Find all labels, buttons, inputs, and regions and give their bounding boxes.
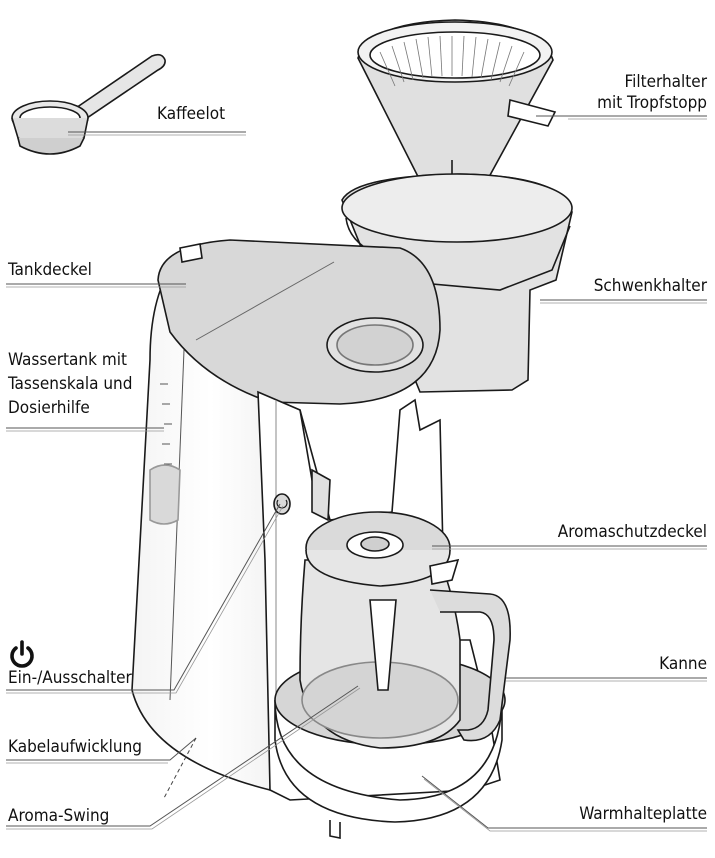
label-wassertank-line1: Wassertank mit — [8, 350, 127, 371]
power-icon — [8, 640, 36, 670]
label-kaffeelot: Kaffeelot — [157, 104, 225, 125]
label-aroma-swing: Aroma-Swing — [8, 806, 109, 827]
label-schwenkhalter: Schwenkhalter — [594, 276, 707, 297]
label-kabelaufwicklung: Kabelaufwicklung — [8, 737, 142, 758]
label-ein-ausschalter: Ein-/Ausschalter — [8, 668, 132, 689]
label-filterhalter-line2: mit Tropfstopp — [597, 93, 707, 114]
coffee-scoop — [12, 55, 165, 154]
label-tankdeckel: Tankdeckel — [8, 260, 92, 281]
label-kanne: Kanne — [659, 654, 707, 675]
label-wassertank-line2: Tassenskala und — [8, 374, 132, 395]
label-filterhalter-line1: Filterhalter — [625, 72, 707, 93]
label-wassertank-line3: Dosierhilfe — [8, 398, 90, 419]
label-warmhalteplatte: Warmhalteplatte — [579, 804, 707, 825]
label-aromaschutzdeckel: Aromaschutzdeckel — [558, 522, 707, 543]
